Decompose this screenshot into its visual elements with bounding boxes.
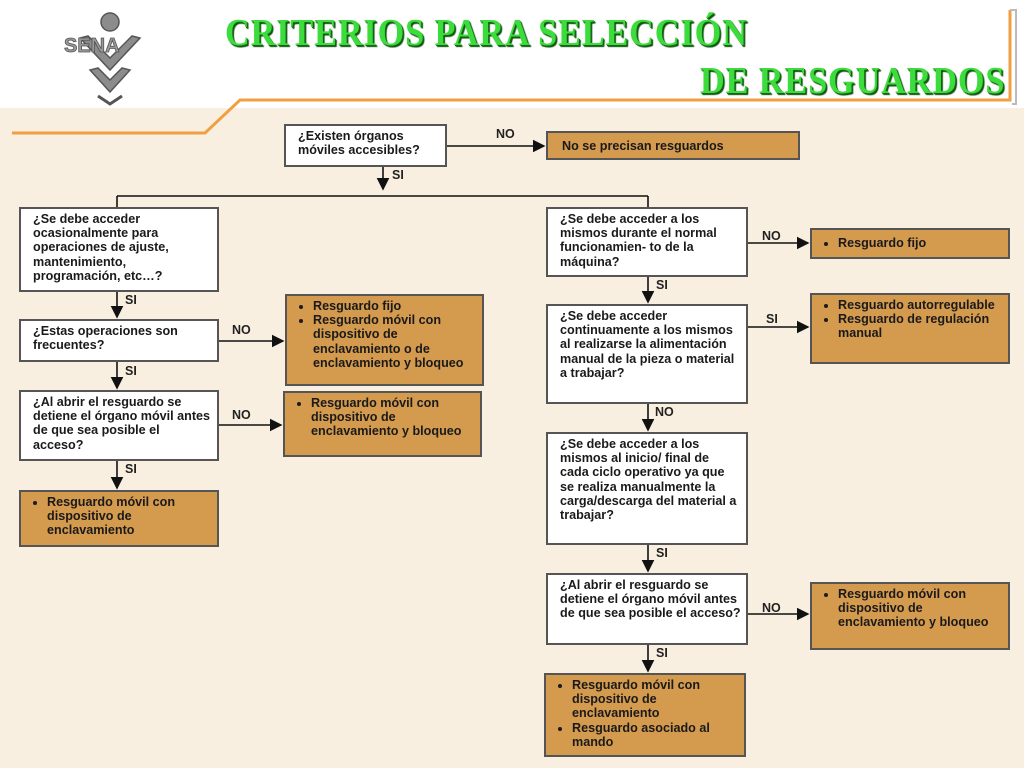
label-no: NO — [762, 601, 781, 615]
title-line-1: CRITERIOS PARA SELECCIÓN — [225, 12, 748, 54]
sena-logo-text: SENA — [64, 35, 120, 57]
answer-item: Resguardo fijo — [838, 236, 1003, 250]
label-si: SI — [656, 646, 668, 660]
answer-abrir-left-si: Resguardo móvil con dispositivo de encla… — [19, 490, 219, 547]
question-organos-moviles: ¿Existen órganos móviles accesibles? — [284, 124, 447, 167]
label-no: NO — [655, 405, 674, 419]
question-abrir-resguardo-right: ¿Al abrir el resguardo se detiene el órg… — [546, 573, 748, 645]
answer-frecuentes-no: Resguardo fijo Resguardo móvil con dispo… — [285, 294, 484, 386]
answer-abrir-right-no: Resguardo móvil con dispositivo de encla… — [810, 582, 1010, 650]
header-frame-shadow — [1010, 9, 1017, 105]
sena-logo-icon — [78, 12, 142, 106]
label-si: SI — [656, 546, 668, 560]
answer-item: Resguardo móvil con dispositivo de encla… — [47, 495, 212, 538]
question-inicio-final-ciclo: ¿Se debe acceder a los mismos al inicio/… — [546, 432, 748, 545]
question-abrir-resguardo-left: ¿Al abrir el resguardo se detiene el órg… — [19, 390, 219, 461]
label-si: SI — [392, 168, 404, 182]
label-si: SI — [125, 364, 137, 378]
header-background — [0, 0, 1024, 108]
header-graphics: SENA — [12, 9, 1017, 135]
answer-item: Resguardo móvil con dispositivo de encla… — [572, 678, 739, 721]
answer-item: Resguardo de regulación manual — [838, 312, 1003, 340]
header-frame-line — [12, 10, 1012, 135]
label-si: SI — [125, 462, 137, 476]
question-normal-funcionamiento: ¿Se debe acceder a los mismos durante el… — [546, 207, 748, 277]
label-si: SI — [656, 278, 668, 292]
answer-continua-si: Resguardo autorregulable Resguardo de re… — [810, 293, 1010, 364]
title-line-2: DE RESGUARDOS — [700, 60, 1006, 102]
answer-item: Resguardo fijo — [313, 299, 477, 313]
label-si: SI — [766, 312, 778, 326]
answer-no-precisan: No se precisan resguardos — [546, 131, 800, 160]
label-no: NO — [232, 323, 251, 337]
question-acceso-continuo: ¿Se debe acceder continuamente a los mis… — [546, 304, 748, 404]
answer-item: Resguardo móvil con dispositivo de encla… — [311, 396, 475, 439]
answer-item: Resguardo móvil con dispositivo de encla… — [313, 313, 477, 370]
answer-item: Resguardo asociado al mando — [572, 721, 739, 749]
answer-abrir-left-no: Resguardo móvil con dispositivo de encla… — [283, 391, 482, 457]
answer-abrir-right-si: Resguardo móvil con dispositivo de encla… — [544, 673, 746, 757]
answer-item: Resguardo móvil con dispositivo de encla… — [838, 587, 1003, 630]
question-operaciones-frecuentes: ¿Estas operaciones son frecuentes? — [19, 319, 219, 362]
label-no: NO — [496, 127, 515, 141]
question-acceso-ocasional: ¿Se debe acceder ocasionalmente para ope… — [19, 207, 219, 292]
label-si: SI — [125, 293, 137, 307]
label-no: NO — [762, 229, 781, 243]
answer-item: Resguardo autorregulable — [838, 298, 1003, 312]
label-no: NO — [232, 408, 251, 422]
answer-resguardo-fijo: Resguardo fijo — [810, 228, 1010, 259]
